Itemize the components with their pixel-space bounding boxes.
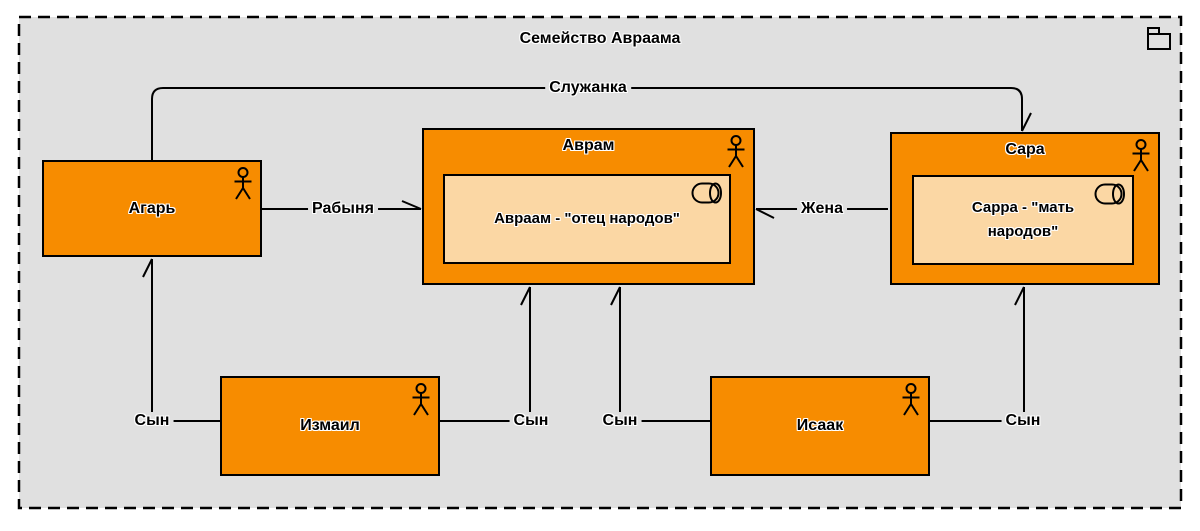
uml-actor-icon	[726, 135, 746, 168]
edge-label-syn-4: Сын	[1001, 412, 1045, 430]
cylinder-icon	[1094, 183, 1126, 205]
cylinder-icon	[691, 182, 723, 204]
actor-node-izmail[interactable]: Измаил	[220, 376, 440, 476]
actor-node-isaak[interactable]: Исаак	[710, 376, 930, 476]
uml-actor-icon	[411, 383, 431, 416]
node-label: Агарь	[128, 199, 176, 217]
edge-label-rabynya: Рабыня	[308, 200, 378, 218]
edge-label-syn-1: Сын	[130, 412, 174, 430]
arrowhead	[1014, 286, 1025, 306]
node-label: Аврам	[562, 137, 615, 154]
edge-label-zhena: Жена	[797, 200, 847, 218]
arrowhead	[755, 208, 775, 219]
uml-actor-icon	[233, 167, 253, 200]
node-label: Измаил	[300, 417, 360, 434]
node-label: Сара	[1005, 141, 1045, 158]
note-avram[interactable]: Авраам - "отец народов"	[443, 174, 731, 264]
arrowhead	[401, 200, 422, 210]
actor-node-avram[interactable]: Аврам Авраам - "отец народов"	[422, 128, 755, 285]
uml-actor-icon	[901, 383, 921, 416]
edge-label-syn-2: Сын	[509, 412, 553, 430]
actor-node-agar[interactable]: Агарь	[42, 160, 262, 257]
edge-label-sluzhanka: Служанка	[545, 79, 631, 97]
note-text: Авраам - "отец народов"	[494, 210, 680, 227]
edge-label-syn-3: Сын	[598, 412, 642, 430]
diagram-title: Семейство Авраама	[519, 30, 681, 47]
note-text: Сарра - "мать народов"	[971, 199, 1075, 240]
actor-node-sara[interactable]: Сара Сарра - "мать народов"	[890, 132, 1160, 285]
node-label: Исаак	[796, 417, 844, 434]
arrowhead	[1021, 112, 1032, 132]
arrowhead	[610, 286, 621, 306]
arrowhead	[142, 258, 153, 278]
note-sara[interactable]: Сарра - "мать народов"	[912, 175, 1134, 265]
arrowhead	[520, 286, 531, 306]
folder-icon	[1145, 26, 1173, 52]
uml-actor-icon	[1131, 139, 1151, 172]
